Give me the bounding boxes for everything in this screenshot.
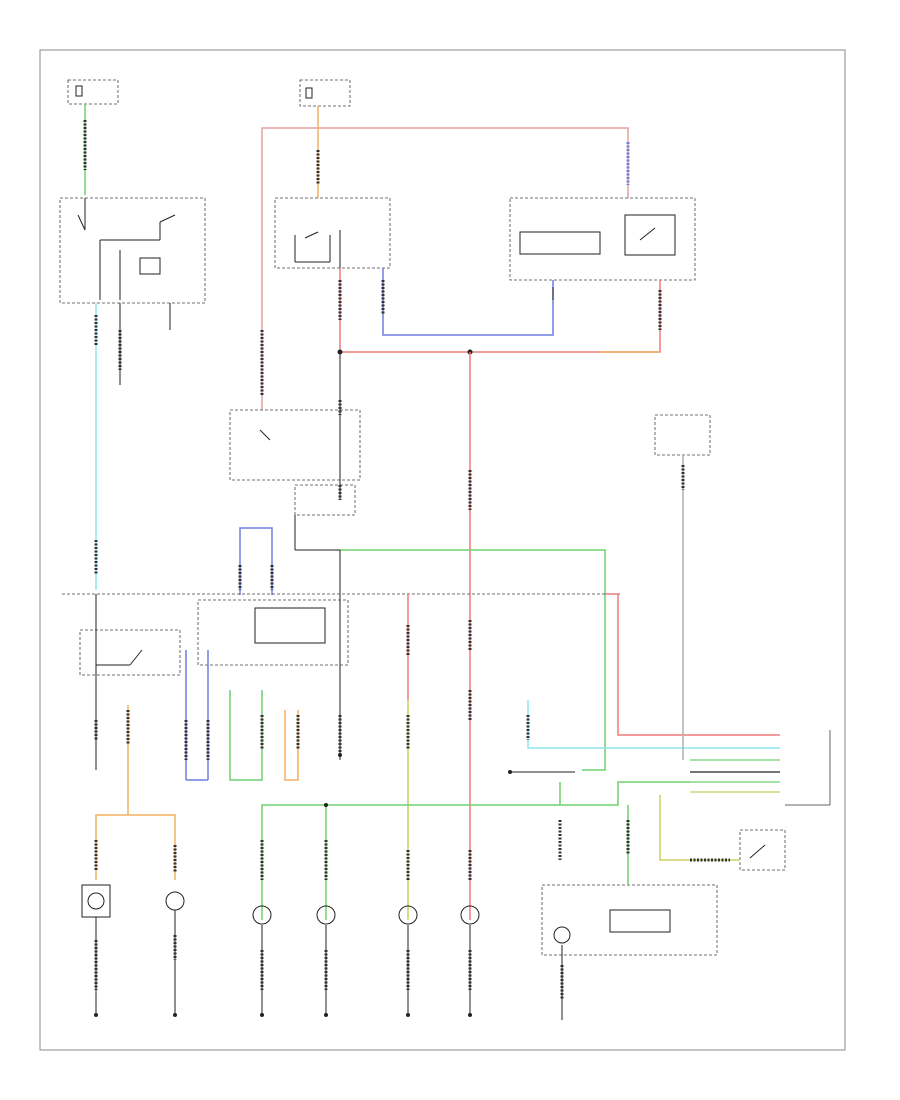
- lamp-row: [81, 884, 480, 925]
- lamp-1: [81, 884, 111, 918]
- wire-gray-right: [654, 414, 711, 760]
- relay-small: [294, 484, 356, 551]
- wire-pink-top: [260, 127, 630, 410]
- relay-center: [274, 197, 391, 269]
- lamp-2: [165, 891, 185, 911]
- wire-bundle-right: [690, 730, 831, 806]
- ground-row: [94, 910, 472, 1017]
- lamp-3: [252, 905, 272, 925]
- fuse-box-top-left: [67, 79, 119, 105]
- wire-black-right: [508, 770, 690, 806]
- wire-green-lower: [260, 803, 562, 920]
- lamp-5: [398, 905, 418, 925]
- switch-right: [659, 795, 786, 871]
- diagram-frame: [39, 49, 846, 1051]
- ground-left-upper: [118, 303, 171, 385]
- wire-loops-lower: [229, 690, 300, 781]
- wire-orange-lower-left: [94, 705, 177, 880]
- lamp-6: [460, 905, 480, 925]
- wire-red-bus: [337, 268, 662, 355]
- wire-blue-link: [381, 268, 554, 336]
- fuse-box-top-center: [299, 79, 351, 107]
- wire-blue-loop: [238, 527, 274, 595]
- module-lower-right: [541, 805, 718, 1020]
- module-right: [509, 197, 696, 281]
- fuse-group-lower: [184, 599, 349, 781]
- switch-center: [229, 352, 361, 500]
- relay-left: [59, 197, 206, 304]
- wire-green-middle: [339, 549, 606, 771]
- ground-center: [338, 715, 342, 757]
- wire-cyan-right: [526, 700, 780, 749]
- switch-lower-left: [79, 594, 181, 770]
- wire-red-right: [605, 593, 780, 736]
- lamp-4: [316, 905, 336, 925]
